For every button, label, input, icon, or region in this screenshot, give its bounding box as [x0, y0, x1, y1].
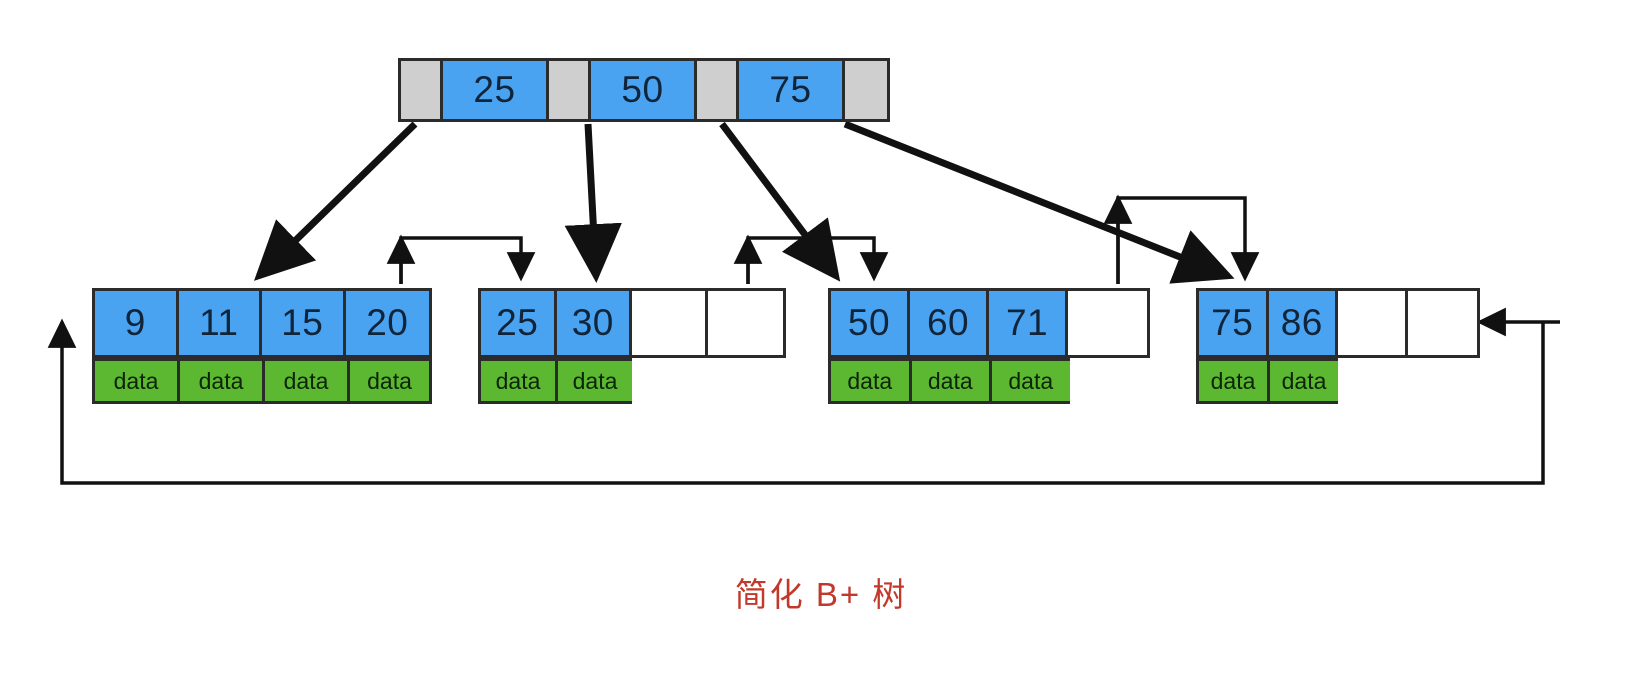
- edge-wrap-to-leaf-1: [47, 318, 1545, 485]
- root-pointer-2[interactable]: [697, 61, 739, 119]
- leaf-2-key-0[interactable]: 25: [481, 291, 557, 355]
- leaf-3-key-empty-0[interactable]: [1068, 291, 1147, 355]
- leaf-1-key-0[interactable]: 9: [95, 291, 179, 355]
- leaf-1-key-1[interactable]: 11: [178, 291, 263, 355]
- leaf-4-key-1[interactable]: 86: [1268, 291, 1339, 355]
- leaf-2-data-1[interactable]: data: [555, 358, 632, 404]
- root-key-2[interactable]: 75: [739, 61, 845, 119]
- edge-root-to-leaf-3: [719, 121, 841, 282]
- root-pointer-1[interactable]: [549, 61, 591, 119]
- leaf-4-key-empty-0[interactable]: [1338, 291, 1408, 355]
- leaf-wraparound-link: [47, 307, 1560, 485]
- leaf-4-key-0[interactable]: 75: [1199, 291, 1269, 355]
- root-node[interactable]: 25 50 75: [398, 58, 890, 122]
- edge-sibling-1-to-2: [399, 236, 536, 284]
- leaf-4-data-1[interactable]: data: [1267, 358, 1338, 404]
- leaf-2-key-row: 25 30: [478, 288, 786, 358]
- leaf-sibling-links: [386, 194, 1260, 284]
- leaf-node-3[interactable]: 50 60 71 data data data: [828, 288, 1150, 404]
- leaf-node-1[interactable]: 9 11 15 20 data data data data: [92, 288, 432, 404]
- leaf-1-key-row: 9 11 15 20: [92, 288, 432, 358]
- leaf-1-data-3[interactable]: data: [347, 358, 432, 404]
- leaf-node-4[interactable]: 75 86 data data: [1196, 288, 1480, 404]
- leaf-3-key-2[interactable]: 71: [989, 291, 1069, 355]
- leaf-2-key-empty-0[interactable]: [632, 291, 708, 355]
- root-key-0[interactable]: 25: [443, 61, 549, 119]
- leaf-2-data-empty-0: [632, 358, 709, 404]
- leaf-1-data-0[interactable]: data: [92, 358, 177, 404]
- leaf-3-data-0[interactable]: data: [828, 358, 909, 404]
- edge-root-to-leaf-4: [843, 120, 1235, 284]
- leaf-1-data-2[interactable]: data: [262, 358, 347, 404]
- leaf-4-data-empty-1: [1409, 358, 1480, 404]
- edge-root-to-leaf-2: [564, 123, 622, 283]
- leaf-1-data-row: data data data data: [92, 358, 432, 404]
- leaf-3-data-row: data data data: [828, 358, 1150, 404]
- leaf-1-key-2[interactable]: 15: [262, 291, 346, 355]
- root-key-1[interactable]: 50: [591, 61, 697, 119]
- leaf-2-data-empty-1: [709, 358, 786, 404]
- leaf-2-key-empty-1[interactable]: [707, 291, 783, 355]
- leaf-4-data-empty-0: [1338, 358, 1409, 404]
- leaf-node-2[interactable]: 25 30 data data: [478, 288, 786, 404]
- leaf-4-data-row: data data: [1196, 358, 1480, 404]
- root-pointer-3[interactable]: [845, 61, 887, 119]
- leaf-3-data-empty-0: [1070, 358, 1151, 404]
- root-child-pointers: [253, 120, 1235, 284]
- leaf-2-key-1[interactable]: 30: [556, 291, 633, 355]
- leaf-4-data-0[interactable]: data: [1196, 358, 1267, 404]
- leaf-4-key-empty-1[interactable]: [1407, 291, 1477, 355]
- root-pointer-0[interactable]: [401, 61, 443, 119]
- leaf-1-data-1[interactable]: data: [177, 358, 262, 404]
- leaf-4-key-row: 75 86: [1196, 288, 1480, 358]
- leaf-2-data-row: data data: [478, 358, 786, 404]
- edge-root-to-leaf-1: [253, 121, 418, 281]
- diagram-caption: 简化 B+ 树: [734, 576, 908, 613]
- leaf-2-data-0[interactable]: data: [478, 358, 555, 404]
- leaf-3-key-1[interactable]: 60: [910, 291, 990, 355]
- leaf-3-key-0[interactable]: 50: [831, 291, 911, 355]
- leaf-3-key-row: 50 60 71: [828, 288, 1150, 358]
- root-key-row: 25 50 75: [398, 58, 890, 122]
- leaf-3-data-2[interactable]: data: [989, 358, 1070, 404]
- leaf-1-key-3[interactable]: 20: [345, 291, 429, 355]
- leaf-3-data-1[interactable]: data: [908, 358, 989, 404]
